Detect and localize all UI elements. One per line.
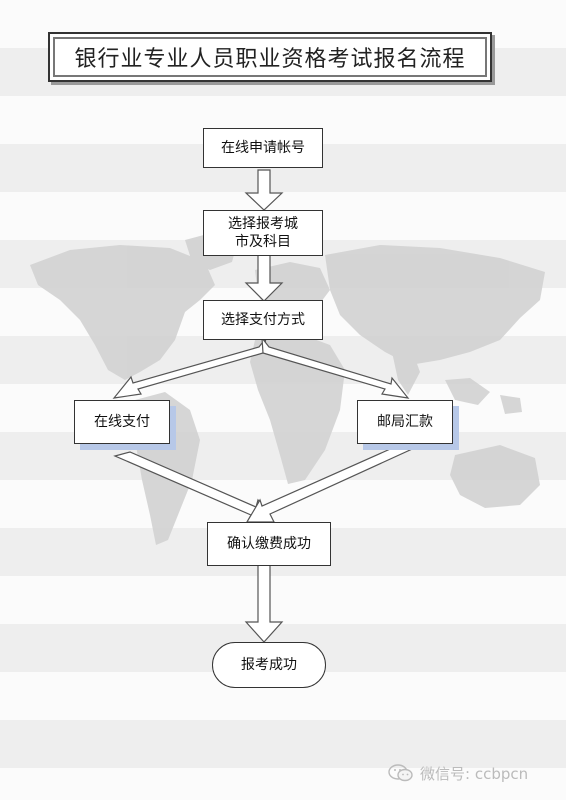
arrow-apply-to-city — [244, 169, 284, 211]
arrow-city-to-payment — [244, 254, 284, 302]
node-registration-success: 报考成功 — [212, 642, 326, 688]
watermark-text: 微信号: ccbpcn — [420, 764, 529, 783]
node-apply-account: 在线申请帐号 — [203, 128, 323, 168]
arrow-post-to-confirm — [245, 445, 412, 523]
node-confirm-payment: 确认缴费成功 — [207, 522, 331, 566]
wechat-icon — [388, 764, 413, 782]
arrow-online-to-confirm — [113, 451, 276, 523]
node-pay-online: 在线支付 — [74, 400, 170, 444]
node-choose-payment: 选择支付方式 — [203, 300, 323, 340]
node-post-office-remittance: 邮局汇款 — [357, 400, 453, 444]
arrow-payment-to-online — [112, 337, 267, 399]
arrow-payment-to-post — [261, 336, 410, 399]
watermark: 微信号: ccbpcn — [388, 760, 528, 786]
page-title: 银行业专业人员职业资格考试报名流程 — [48, 32, 492, 82]
node-choose-city-subject: 选择报考城市及科目 — [203, 210, 323, 256]
arrow-confirm-to-success — [244, 564, 284, 643]
